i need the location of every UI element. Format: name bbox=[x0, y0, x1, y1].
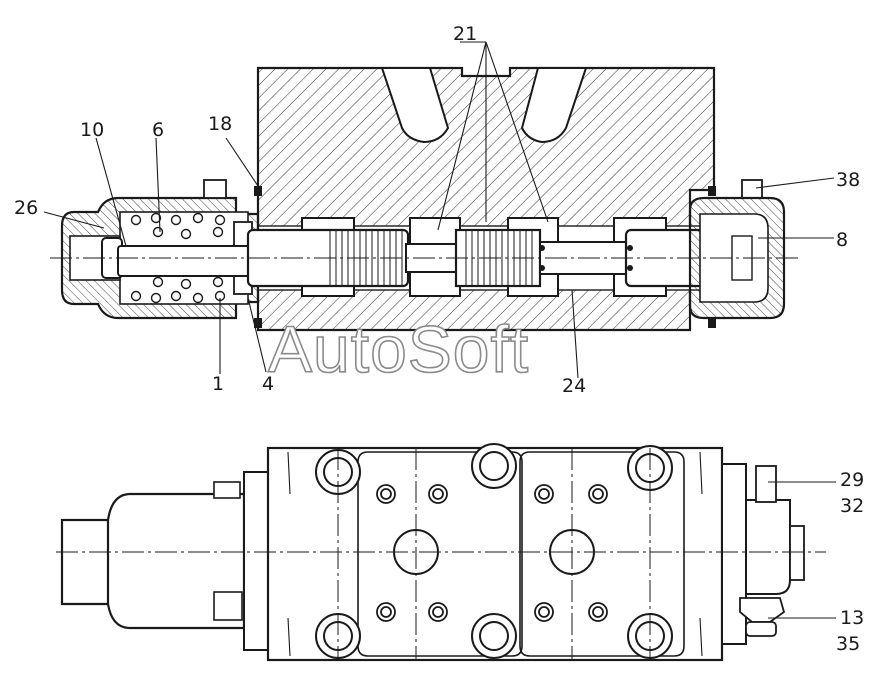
mounting-bolts bbox=[315, 443, 673, 659]
left-cap-flange bbox=[243, 471, 269, 651]
port-right bbox=[520, 67, 588, 144]
callout-26: 26 bbox=[14, 197, 38, 219]
bolt-head-left-top bbox=[213, 481, 241, 499]
callout-6: 6 bbox=[152, 119, 164, 141]
callouts: 21 10 6 18 26 38 8 1 4 24 29 32 13 35 bbox=[14, 23, 864, 655]
callout-24: 24 bbox=[562, 375, 586, 397]
callout-4: 4 bbox=[262, 373, 274, 395]
callout-38: 38 bbox=[836, 169, 860, 191]
seals bbox=[254, 186, 716, 328]
leader-lines-top bbox=[43, 41, 835, 379]
port-left bbox=[380, 67, 450, 144]
watermark: AutoSoft bbox=[268, 312, 529, 386]
fitting-top-right bbox=[741, 179, 763, 199]
callout-1: 1 bbox=[212, 373, 224, 395]
leader-lines-bottom bbox=[768, 481, 836, 619]
small-bolts bbox=[376, 484, 608, 622]
callout-13: 13 bbox=[840, 607, 864, 629]
right-cap-tab bbox=[789, 525, 805, 581]
right-cap-plan bbox=[745, 499, 791, 595]
spring-coils bbox=[130, 212, 226, 304]
fitting-top-left bbox=[203, 179, 227, 199]
callout-35: 35 bbox=[836, 633, 860, 655]
callout-18: 18 bbox=[208, 113, 232, 135]
callout-10: 10 bbox=[80, 119, 104, 141]
bolt-head-left-bottom bbox=[213, 591, 243, 621]
callout-21: 21 bbox=[453, 23, 477, 45]
callout-8: 8 bbox=[836, 229, 848, 251]
callout-29: 29 bbox=[840, 469, 864, 491]
right-flange-plan bbox=[721, 463, 747, 645]
callout-32: 32 bbox=[840, 495, 864, 517]
plan-view bbox=[56, 443, 826, 662]
fitting-29 bbox=[755, 465, 777, 503]
section-view bbox=[50, 66, 800, 332]
fitting-35 bbox=[745, 621, 777, 637]
pocket-right bbox=[519, 451, 685, 657]
